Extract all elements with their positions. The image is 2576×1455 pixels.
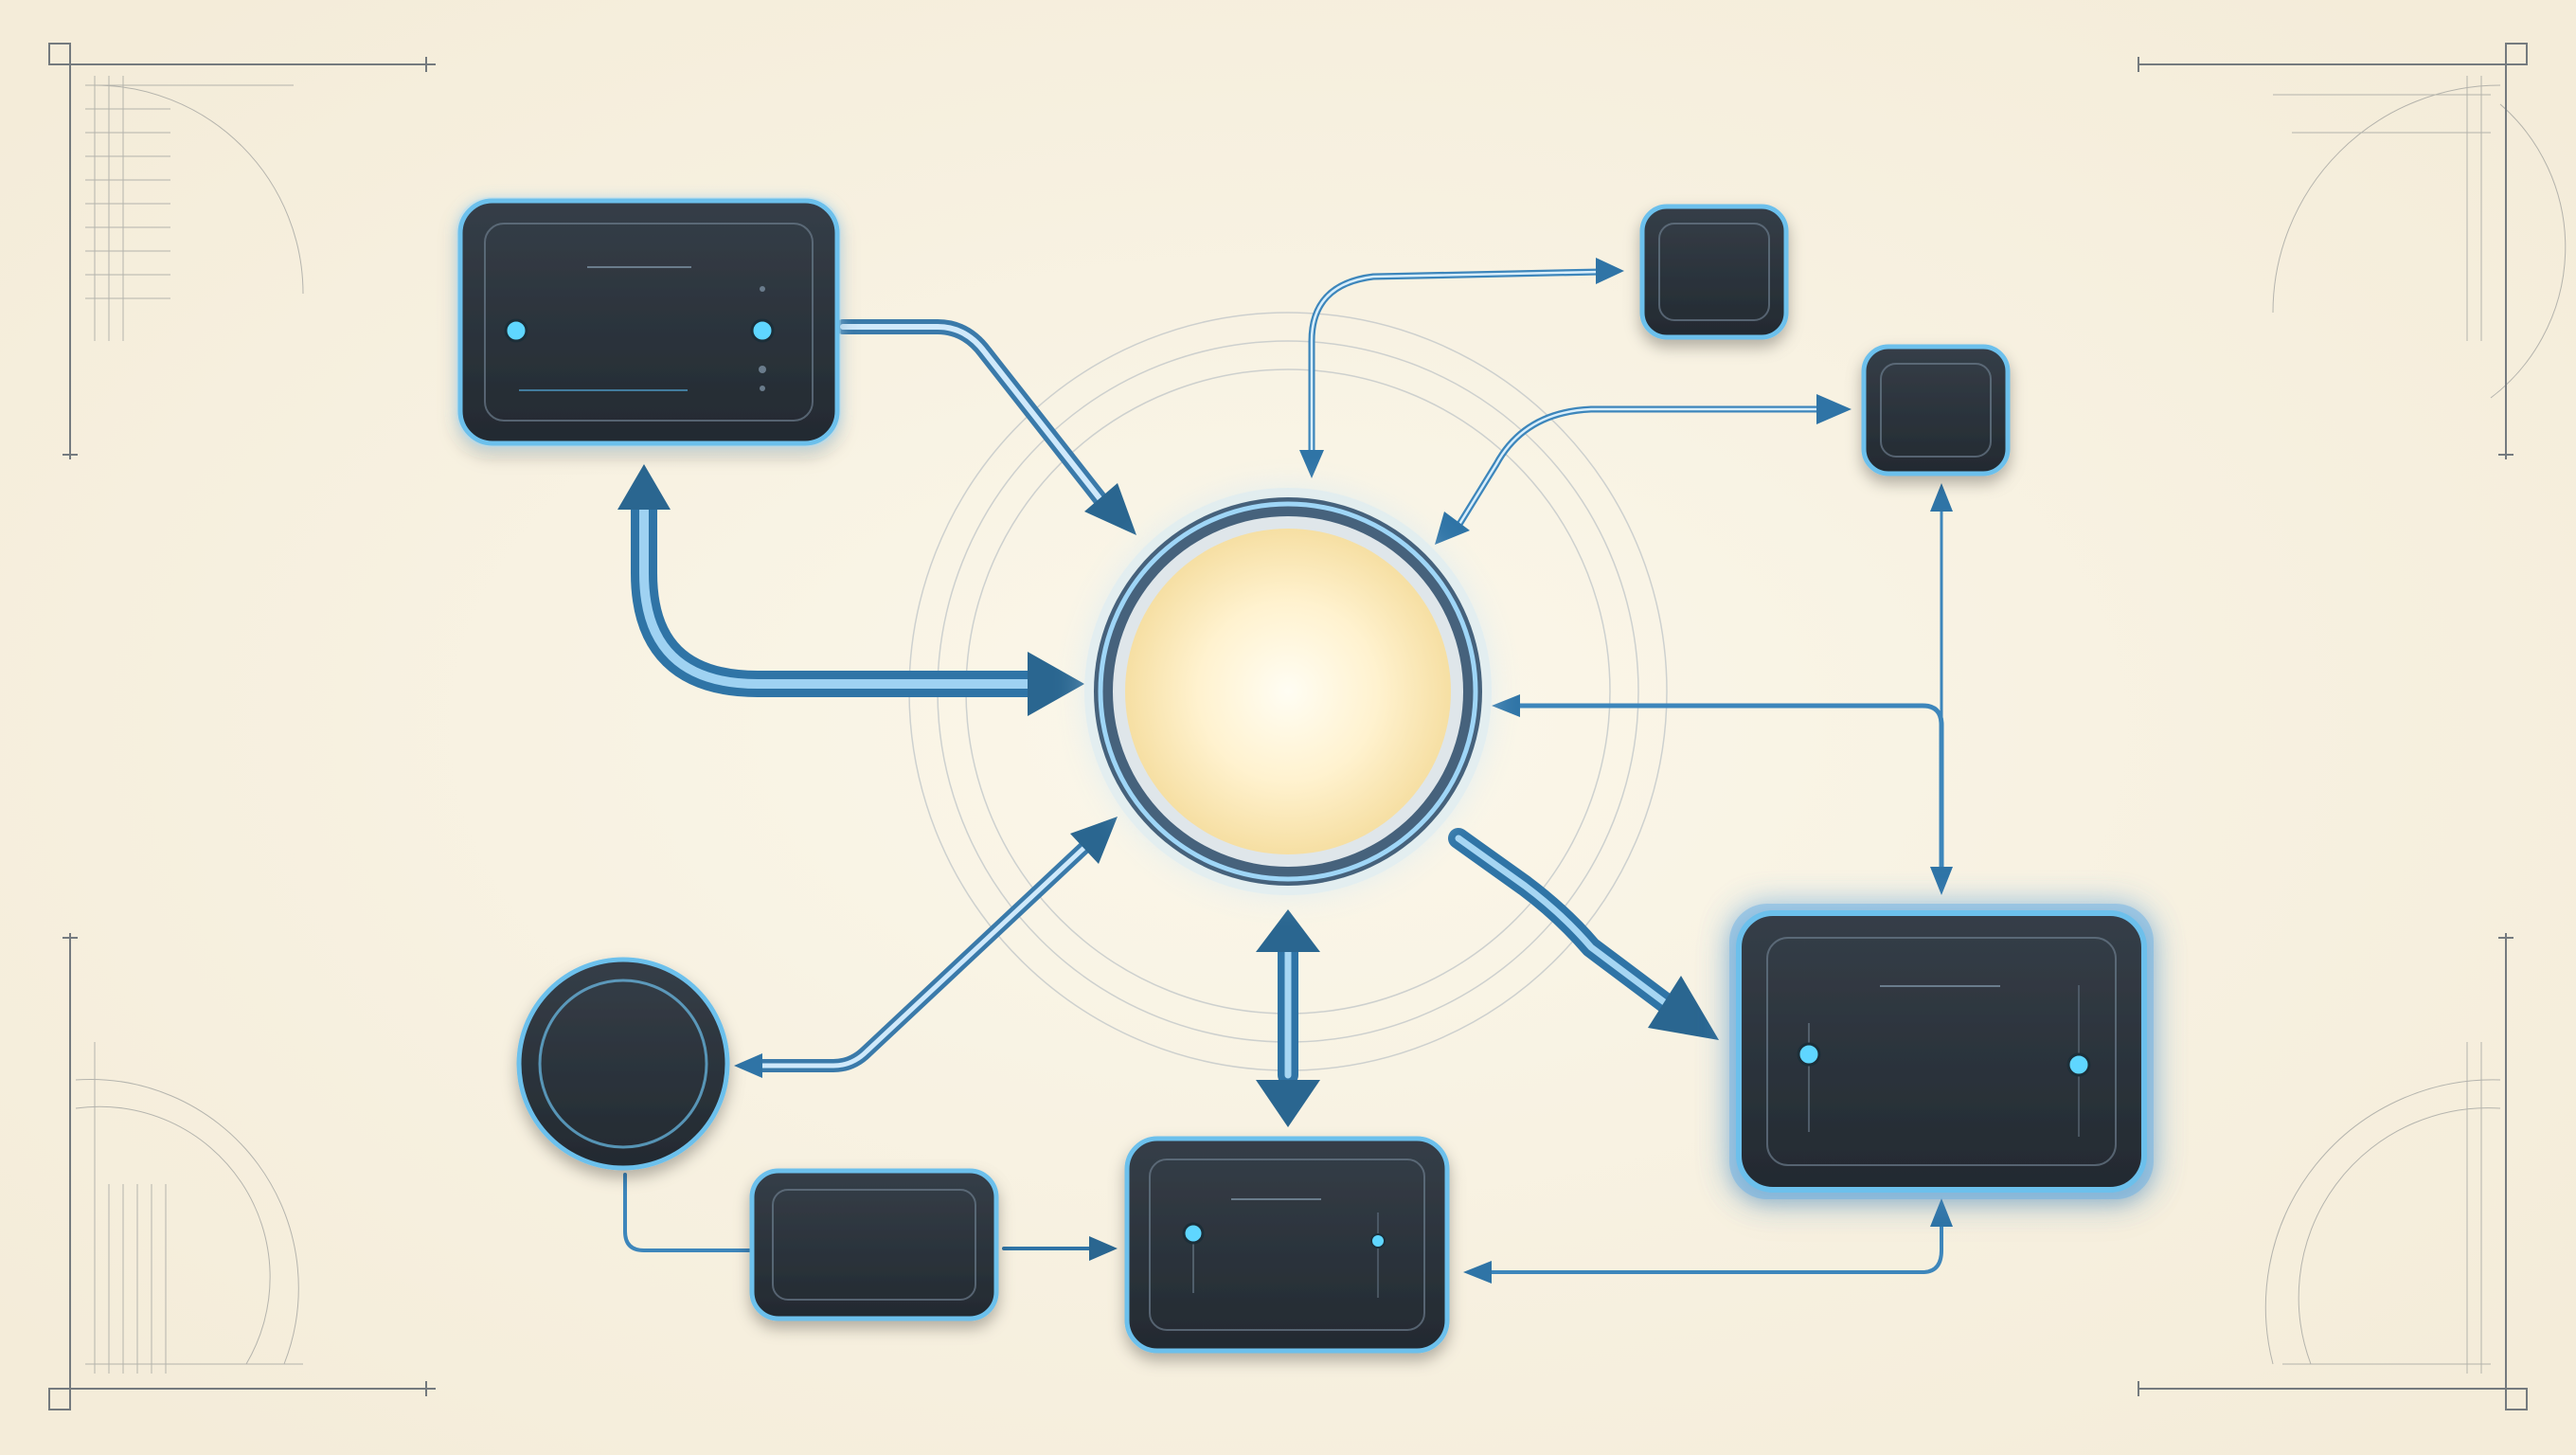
port-right-dot[interactable] — [750, 318, 775, 343]
port-right-dot[interactable] — [2066, 1052, 2091, 1077]
port-right-dot[interactable] — [1370, 1233, 1386, 1248]
blueprint-corner-bottom-left — [48, 933, 436, 1410]
node-bottom-center-panel[interactable] — [1124, 1136, 1450, 1354]
node-left-circle[interactable] — [516, 957, 730, 1171]
node-bottom-right-panel[interactable] — [1729, 904, 2154, 1199]
connections — [617, 258, 1953, 1284]
node-top-right-small[interactable] — [1639, 204, 1789, 340]
arrow-bar-to-bottom-center[interactable] — [1002, 1236, 1118, 1261]
arrow-left-circle-to-hub[interactable] — [734, 817, 1118, 1078]
blueprint-corner-top-right — [2138, 43, 2567, 459]
arrow-hub-to-bottom-center[interactable] — [1256, 909, 1320, 1127]
arrow-bottom-center-to-bottom-right[interactable] — [1463, 1198, 1953, 1284]
port-left-dot[interactable] — [1182, 1222, 1205, 1245]
port-left-dot[interactable] — [504, 318, 528, 343]
blueprint-corner-top-left — [48, 43, 436, 459]
node-bottom-left-bar[interactable] — [749, 1168, 999, 1321]
node-top-left-panel[interactable] — [456, 197, 841, 447]
arrow-right-bus-to-hub[interactable] — [1492, 483, 1953, 895]
arrow-hub-to-bottom-right[interactable] — [1448, 828, 1719, 1040]
arrow-hub-to-top-right-small[interactable] — [1299, 258, 1624, 478]
arrow-circle-to-bar[interactable] — [623, 1173, 755, 1252]
node-right-small[interactable] — [1861, 344, 2011, 476]
central-hub-node[interactable] — [1084, 488, 1492, 895]
port-left-dot[interactable] — [1797, 1042, 1821, 1067]
blueprint-corner-bottom-right — [2138, 933, 2528, 1410]
arrow-top-left-to-hub[interactable] — [835, 319, 1136, 535]
arrow-hub-to-right-small[interactable] — [1435, 394, 1852, 545]
arrow-top-left-loop-to-hub[interactable] — [617, 464, 1084, 716]
